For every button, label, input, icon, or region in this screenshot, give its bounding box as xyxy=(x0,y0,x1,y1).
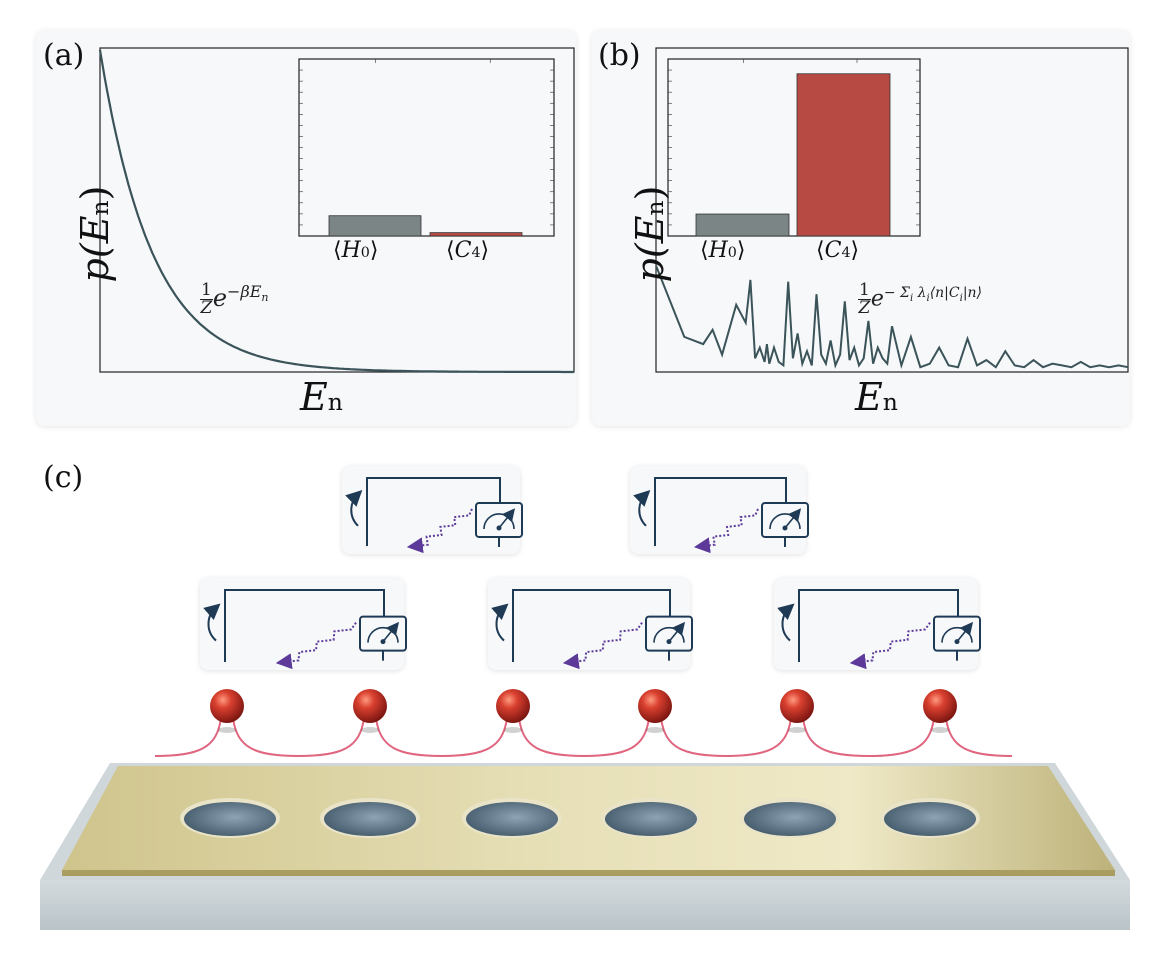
trap-hole-icon xyxy=(884,802,976,836)
rotation-arrow-icon xyxy=(633,489,651,527)
gold-electrode-edge xyxy=(62,870,1115,876)
trap-holes xyxy=(180,798,980,838)
panel-a-axes-frame xyxy=(99,47,575,373)
circuit-icon xyxy=(345,477,523,554)
circuit-icon xyxy=(203,589,407,670)
wavy-arrow-icon xyxy=(849,622,931,670)
ion-icon xyxy=(923,689,957,723)
ion-shadow xyxy=(361,727,379,733)
meter-icon xyxy=(933,615,981,661)
ion-icon xyxy=(353,689,387,723)
inset-bar-1 xyxy=(429,232,523,237)
circuit-icon xyxy=(491,589,693,670)
gold-electrode xyxy=(62,766,1115,870)
panel-a-inset-xtick-c4: ⟨C4⟩ xyxy=(446,238,490,263)
panel-a-xlabel: En xyxy=(300,375,343,419)
trap-hole-icon xyxy=(744,802,836,836)
panel-b-label: (b) xyxy=(598,38,641,73)
panel-a-inset-frame xyxy=(298,58,555,237)
inset-bar-1 xyxy=(796,73,891,237)
wavy-arrow-icon xyxy=(406,508,473,554)
panel-b-inset-ticks xyxy=(668,59,920,226)
rotation-arrow-icon xyxy=(345,489,363,527)
wavy-arrow-icon xyxy=(693,508,759,554)
panel-b-inset-xtick-h0: ⟨H0⟩ xyxy=(700,238,746,263)
ion-shadow xyxy=(931,727,949,733)
potential-well-icon xyxy=(440,717,586,757)
potential-well-icon xyxy=(724,717,870,757)
trap-chip xyxy=(40,763,1130,930)
ion-shadow xyxy=(504,727,522,733)
panel-a-inset-bars xyxy=(328,215,523,237)
potential-well-icon xyxy=(154,717,300,757)
trap-hole-icon xyxy=(324,802,416,836)
rotation-arrow-icon xyxy=(203,603,221,642)
potential-well-icon xyxy=(297,717,443,757)
panel-b-xlabel: En xyxy=(855,375,898,419)
circuit-icon xyxy=(777,589,981,670)
rotation-arrow-icon xyxy=(777,603,795,642)
panel-b-inset-bars xyxy=(695,73,891,237)
meter-icon xyxy=(761,501,809,547)
panel-b-inset-xtick-c4: ⟨C4⟩ xyxy=(816,238,860,263)
meter-icon xyxy=(645,615,693,661)
ion-shadow xyxy=(218,727,236,733)
panel-c-label: (c) xyxy=(43,460,84,495)
panel-b-axes-frame xyxy=(655,47,1129,373)
ion-shadow xyxy=(646,727,664,733)
potential-well-icon xyxy=(867,717,1013,757)
trap-hole-icon xyxy=(184,802,276,836)
potential-well-icon xyxy=(582,717,728,757)
ion-icon xyxy=(210,689,244,723)
rotation-arrow-icon xyxy=(491,603,509,642)
ion-icon xyxy=(780,689,814,723)
ion-icon xyxy=(496,689,530,723)
panel-a-inset-xtick-h0: ⟨H0⟩ xyxy=(333,238,379,263)
panel-b-generalized-curve xyxy=(655,265,1129,370)
potential-wells xyxy=(154,717,1013,757)
inset-bar-0 xyxy=(328,215,422,237)
trap-hole-icon xyxy=(466,802,558,836)
panel-a-label: (a) xyxy=(43,38,85,73)
ions xyxy=(210,689,957,733)
wavy-arrow-icon xyxy=(562,622,643,670)
panel-a-inset-ticks xyxy=(299,59,554,226)
circuit-icon xyxy=(633,477,809,554)
panel-a-thermal-curve xyxy=(98,49,574,374)
meter-icon xyxy=(359,615,407,661)
trap-hole-icon xyxy=(605,802,697,836)
ion-icon xyxy=(638,689,672,723)
meter-icon xyxy=(475,501,523,547)
wavy-arrow-icon xyxy=(275,622,357,670)
inset-bar-0 xyxy=(695,213,790,237)
ion-shadow xyxy=(788,727,806,733)
chip-side xyxy=(40,880,1130,930)
